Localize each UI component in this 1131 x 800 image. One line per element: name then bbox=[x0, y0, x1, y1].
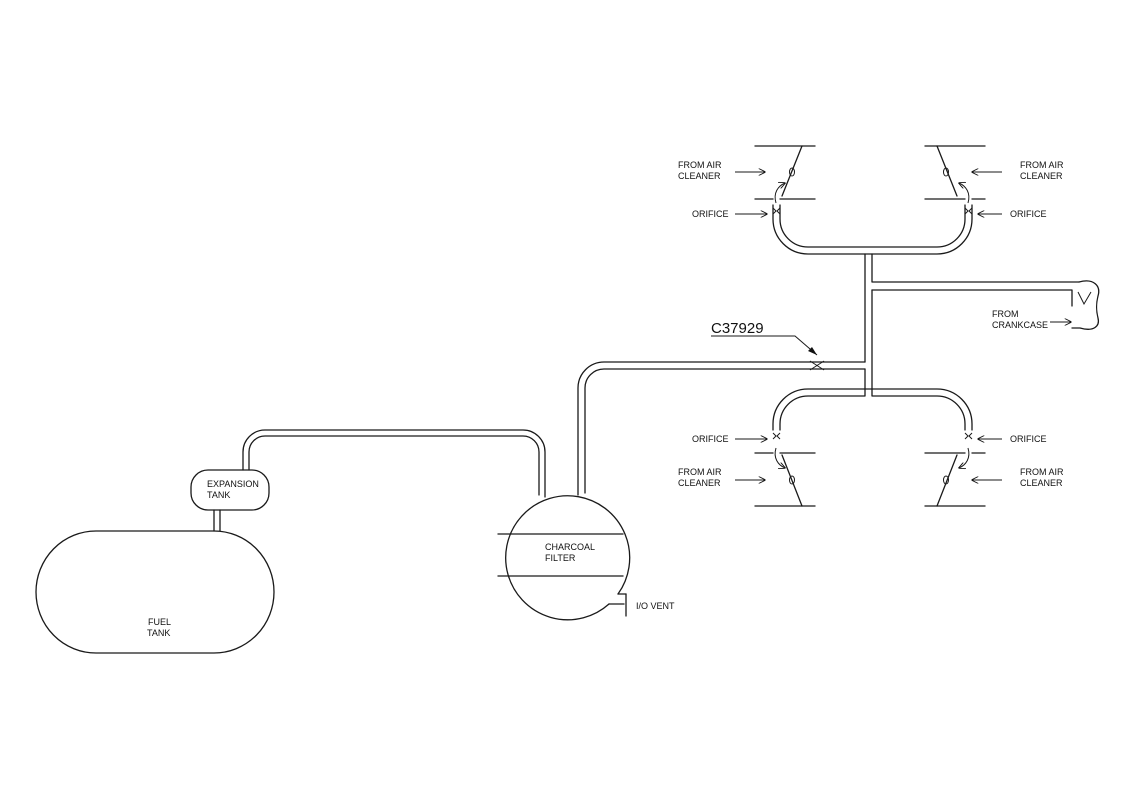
air-cleaner-label-top-left-2: CLEANER bbox=[678, 171, 721, 181]
air-cleaner-label-bottom-right-2: CLEANER bbox=[1020, 478, 1063, 488]
vacuum-manifold bbox=[772, 204, 1080, 431]
crankcase-label-2: CRANKCASE bbox=[992, 320, 1048, 330]
expansion-tank-label-2: TANK bbox=[207, 490, 230, 500]
io-vent-label: I/O VENT bbox=[636, 601, 675, 611]
air-cleaner-label-bottom-left-1: FROM AIR bbox=[678, 467, 722, 477]
charcoal-filter-label-1: CHARCOAL bbox=[545, 542, 595, 552]
throttle-body-bottom-left bbox=[754, 447, 816, 507]
air-cleaner-label-top-left-1: FROM AIR bbox=[678, 160, 722, 170]
expansion-to-filter-pipe bbox=[242, 429, 546, 498]
restrictor-mark bbox=[809, 360, 825, 371]
throttle-body-top-right bbox=[924, 145, 986, 204]
part-number-label: C37929 bbox=[711, 320, 764, 337]
charcoal-filter-label-2: FILTER bbox=[545, 553, 576, 563]
filter-to-junction-pipe bbox=[577, 361, 866, 496]
air-cleaner-label-top-right-2: CLEANER bbox=[1020, 171, 1063, 181]
air-cleaner-label-top-right-1: FROM AIR bbox=[1020, 160, 1064, 170]
expansion-tank-label-1: EXPANSION bbox=[207, 479, 259, 489]
fuel-tank bbox=[35, 530, 275, 654]
air-cleaner-label-bottom-right-1: FROM AIR bbox=[1020, 467, 1064, 477]
expansion-tank bbox=[190, 469, 270, 511]
throttle-body-bottom-right bbox=[924, 447, 986, 507]
crankcase-label-1: FROM bbox=[992, 309, 1019, 319]
io-vent-pipe bbox=[608, 593, 627, 617]
fuel-tank-label-1: FUEL bbox=[148, 617, 171, 627]
crankcase-valve bbox=[1071, 280, 1100, 330]
part-number-leader bbox=[711, 335, 818, 356]
orifice-label-top-left: ORIFICE bbox=[692, 209, 729, 219]
orifice-label-bottom-left: ORIFICE bbox=[692, 434, 729, 444]
air-cleaner-label-bottom-left-2: CLEANER bbox=[678, 478, 721, 488]
charcoal-filter bbox=[497, 495, 631, 621]
throttle-body-top-left bbox=[754, 145, 816, 204]
fuel-tank-label-2: TANK bbox=[147, 628, 170, 638]
orifice-notches bbox=[772, 207, 973, 440]
orifice-label-bottom-right: ORIFICE bbox=[1010, 434, 1047, 444]
fuel-neck-pipe bbox=[213, 509, 221, 532]
orifice-label-top-right: ORIFICE bbox=[1010, 209, 1047, 219]
